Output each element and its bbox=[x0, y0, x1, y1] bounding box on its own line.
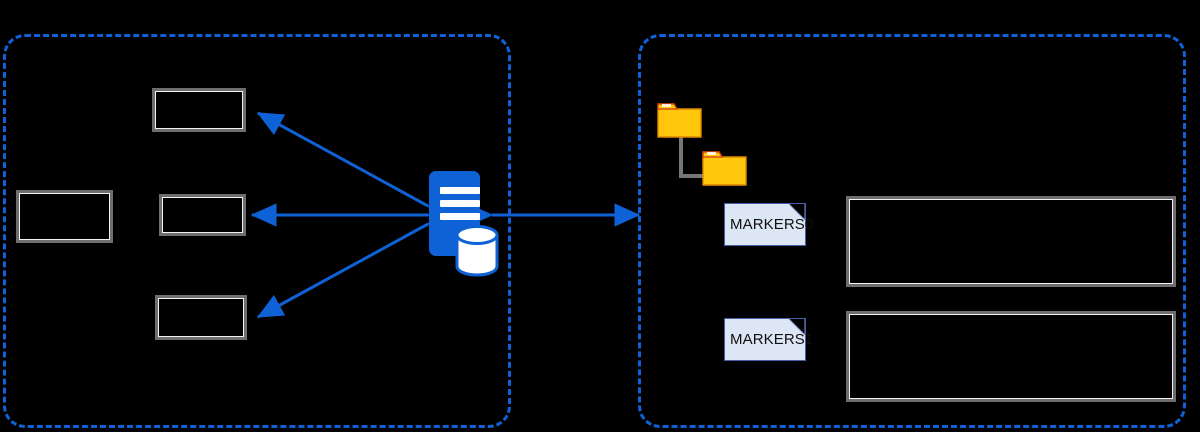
note-fold-corner-icon bbox=[789, 319, 805, 335]
folder-connector-vertical bbox=[679, 133, 683, 178]
server-line-3 bbox=[440, 213, 480, 220]
data-panel-top[interactable] bbox=[846, 196, 1176, 287]
note-markers0-label: MARKERS0 bbox=[730, 216, 814, 233]
note-markers1-label: MARKERS1 bbox=[730, 331, 814, 348]
left-zone bbox=[3, 34, 511, 428]
folder-icon-child[interactable] bbox=[702, 147, 748, 187]
connector-server-to-box-bottom bbox=[256, 201, 456, 319]
folder-connector-horizontal bbox=[679, 174, 713, 178]
database-cylinder-icon bbox=[455, 225, 499, 277]
connector-server-to-box-top bbox=[256, 111, 456, 229]
server-database-icon[interactable] bbox=[429, 171, 499, 277]
service-box-bottom[interactable] bbox=[155, 295, 247, 340]
folder-icon-parent[interactable] bbox=[657, 99, 703, 139]
service-box-top[interactable] bbox=[152, 88, 246, 132]
right-zone bbox=[638, 34, 1186, 428]
data-panel-bottom[interactable] bbox=[846, 311, 1176, 402]
note-markers1[interactable]: MARKERS1 bbox=[724, 318, 813, 361]
service-box-middle[interactable] bbox=[159, 194, 246, 236]
server-line-1 bbox=[440, 187, 480, 194]
server-line-2 bbox=[440, 200, 480, 207]
external-actor-box[interactable] bbox=[16, 190, 113, 243]
note-markers0[interactable]: MARKERS0 bbox=[724, 203, 813, 246]
note-fold-corner-icon bbox=[789, 204, 805, 220]
